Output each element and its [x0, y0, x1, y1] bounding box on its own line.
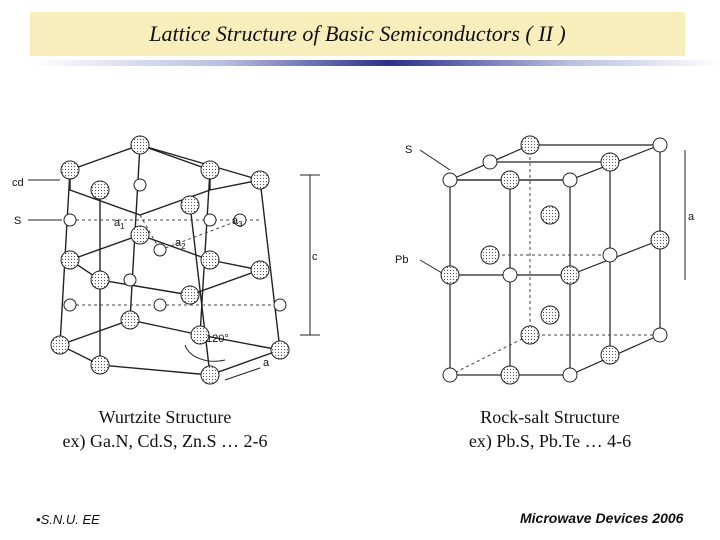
rocksalt-label-pb: Pb — [395, 254, 408, 266]
rocksalt-label-a: a — [688, 211, 695, 223]
rocksalt-diagram: S Pb a — [395, 135, 695, 385]
rocksalt-caption: Rock-salt Structure ex) Pb.S, Pb.Te … 4-… — [445, 405, 655, 453]
wurtzite-caption: Wurtzite Structure ex) Ga.N, Cd.S, Zn.S … — [40, 405, 290, 453]
wurtzite-label-a1: a1 — [114, 217, 125, 231]
page-title: Lattice Structure of Basic Semiconductor… — [149, 21, 566, 46]
title-banner: Lattice Structure of Basic Semiconductor… — [30, 12, 685, 56]
rocksalt-caption-examples: ex) Pb.S, Pb.Te … 4-6 — [468, 431, 632, 451]
wurtzite-caption-title: Wurtzite Structure — [98, 407, 232, 427]
title-underline-bar — [30, 60, 720, 66]
wurtzite-diagram: cd S c a a1 a2 a3 120° — [12, 135, 320, 385]
rocksalt-label-s: S — [405, 144, 412, 156]
wurtzite-label-c: c — [312, 251, 318, 263]
wurtzite-label-cd: cd — [12, 177, 24, 189]
footer-left-text: S.N.U. EE — [40, 512, 100, 527]
rocksalt-caption-title: Rock-salt Structure — [480, 407, 620, 427]
wurtzite-label-angle: 120° — [206, 333, 229, 345]
wurtzite-label-a2: a2 — [175, 237, 186, 251]
wurtzite-caption-examples: ex) Ga.N, Cd.S, Zn.S … 2-6 — [62, 431, 268, 451]
footer-left: •S.N.U. EE — [36, 512, 100, 527]
wurtzite-label-s: S — [14, 215, 21, 227]
footer-right: Microwave Devices 2006 — [520, 510, 684, 526]
wurtzite-label-a: a — [263, 357, 270, 369]
bullet-icon: • — [36, 512, 41, 527]
wurtzite-label-a3: a3 — [232, 215, 243, 229]
